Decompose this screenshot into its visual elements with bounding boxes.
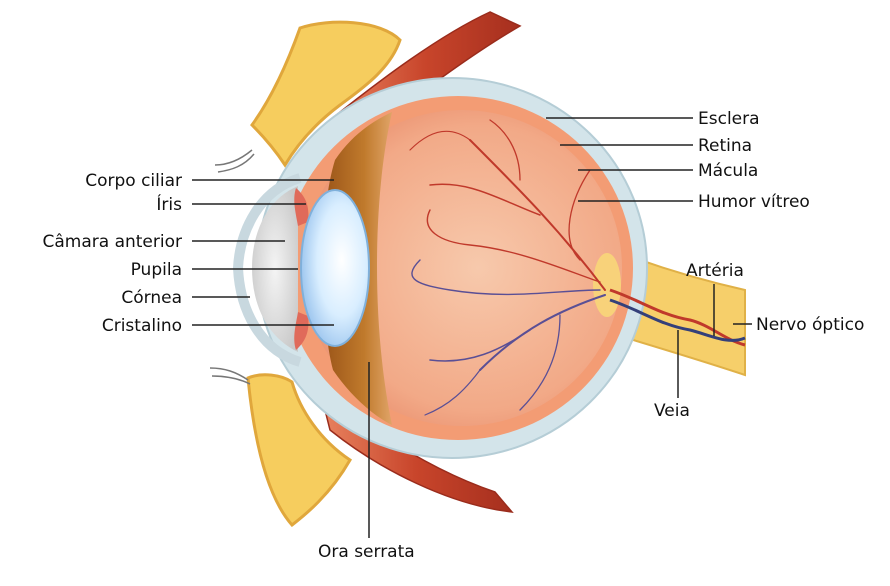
label-iris: Íris — [156, 193, 182, 215]
eyelashes — [209, 149, 255, 385]
lower-orbit-bone — [246, 373, 352, 528]
label-retina: Retina — [698, 136, 752, 156]
label-macula: Mácula — [698, 161, 758, 181]
optic-disc — [593, 253, 621, 317]
label-nervo-optico: Nervo óptico — [756, 315, 864, 335]
retinal-vessels — [409, 119, 606, 416]
central-artery — [609, 288, 746, 347]
cornea — [232, 173, 302, 367]
label-camara-anterior: Câmara anterior — [43, 232, 183, 252]
iris-lower — [294, 312, 309, 350]
leader-lines — [192, 117, 752, 538]
label-veia: Veia — [654, 401, 690, 421]
label-arteria: Artéria — [686, 261, 744, 281]
central-vein — [609, 298, 746, 342]
iris-upper — [294, 188, 309, 226]
label-cristalino: Cristalino — [102, 316, 182, 336]
label-ora-serrata: Ora serrata — [318, 542, 415, 562]
label-corpo-ciliar: Corpo ciliar — [85, 171, 182, 191]
label-pupila: Pupila — [131, 260, 182, 280]
lens — [300, 189, 370, 347]
label-cornea: Córnea — [121, 288, 182, 308]
label-esclera: Esclera — [698, 109, 760, 129]
upper-orbit-bone — [250, 20, 402, 168]
label-humor-vitreo: Humor vítreo — [698, 192, 810, 212]
vitreous-body — [302, 110, 622, 426]
